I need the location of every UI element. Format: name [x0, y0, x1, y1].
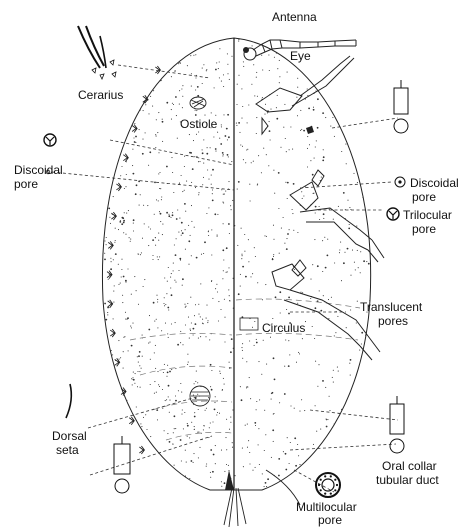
label-discoidal-pore-right-1: Discoidal	[410, 176, 459, 190]
label-dorsal-seta-2: seta	[56, 443, 79, 457]
anal-lobe	[224, 470, 300, 527]
label-discoidal-pore-left-2: pore	[14, 177, 38, 191]
cerarius-spines-icon	[78, 26, 116, 79]
label-cerarius: Cerarius	[78, 88, 123, 102]
label-translucent-pores-1: Translucent	[360, 300, 423, 314]
oral-collar-tubular-duct-icon	[394, 80, 408, 133]
stipple-texture	[100, 37, 376, 493]
label-eye: Eye	[290, 49, 311, 63]
dorsal-seta-icon	[66, 384, 71, 418]
label-multilocular-2: pore	[318, 513, 342, 527]
trilocular-pore-icon-right	[387, 208, 399, 220]
label-circulus: Circulus	[262, 321, 305, 335]
label-oral-collar-2: tubular duct	[376, 473, 439, 487]
label-translucent-pores-2: pores	[378, 314, 408, 328]
leg-front	[256, 56, 354, 134]
label-discoidal-pore-right-2: pore	[412, 190, 436, 204]
trilocular-pore-icon	[44, 134, 56, 146]
label-ostiole: Ostiole	[180, 117, 218, 131]
label-discoidal-pore-left-1: Discoidal	[14, 163, 63, 177]
label-multilocular-1: Multilocular	[296, 500, 357, 514]
oral-collar-duct-icon-lower	[390, 396, 404, 453]
label-dorsal-seta-1: Dorsal	[52, 429, 87, 443]
label-oral-collar-1: Oral collar	[382, 459, 437, 473]
marginal-cerarii	[107, 66, 160, 454]
ostiole	[190, 97, 206, 109]
label-trilocular-pore-1: Trilocular	[403, 208, 452, 222]
discoidal-pore-icon-right	[395, 177, 405, 187]
multilocular-pore-icon	[316, 473, 340, 497]
body-outline	[102, 38, 370, 490]
label-antenna: Antenna	[272, 10, 317, 24]
leader-lines	[52, 65, 398, 492]
label-trilocular-pore-2: pore	[412, 222, 436, 236]
segment-lines	[130, 299, 360, 440]
